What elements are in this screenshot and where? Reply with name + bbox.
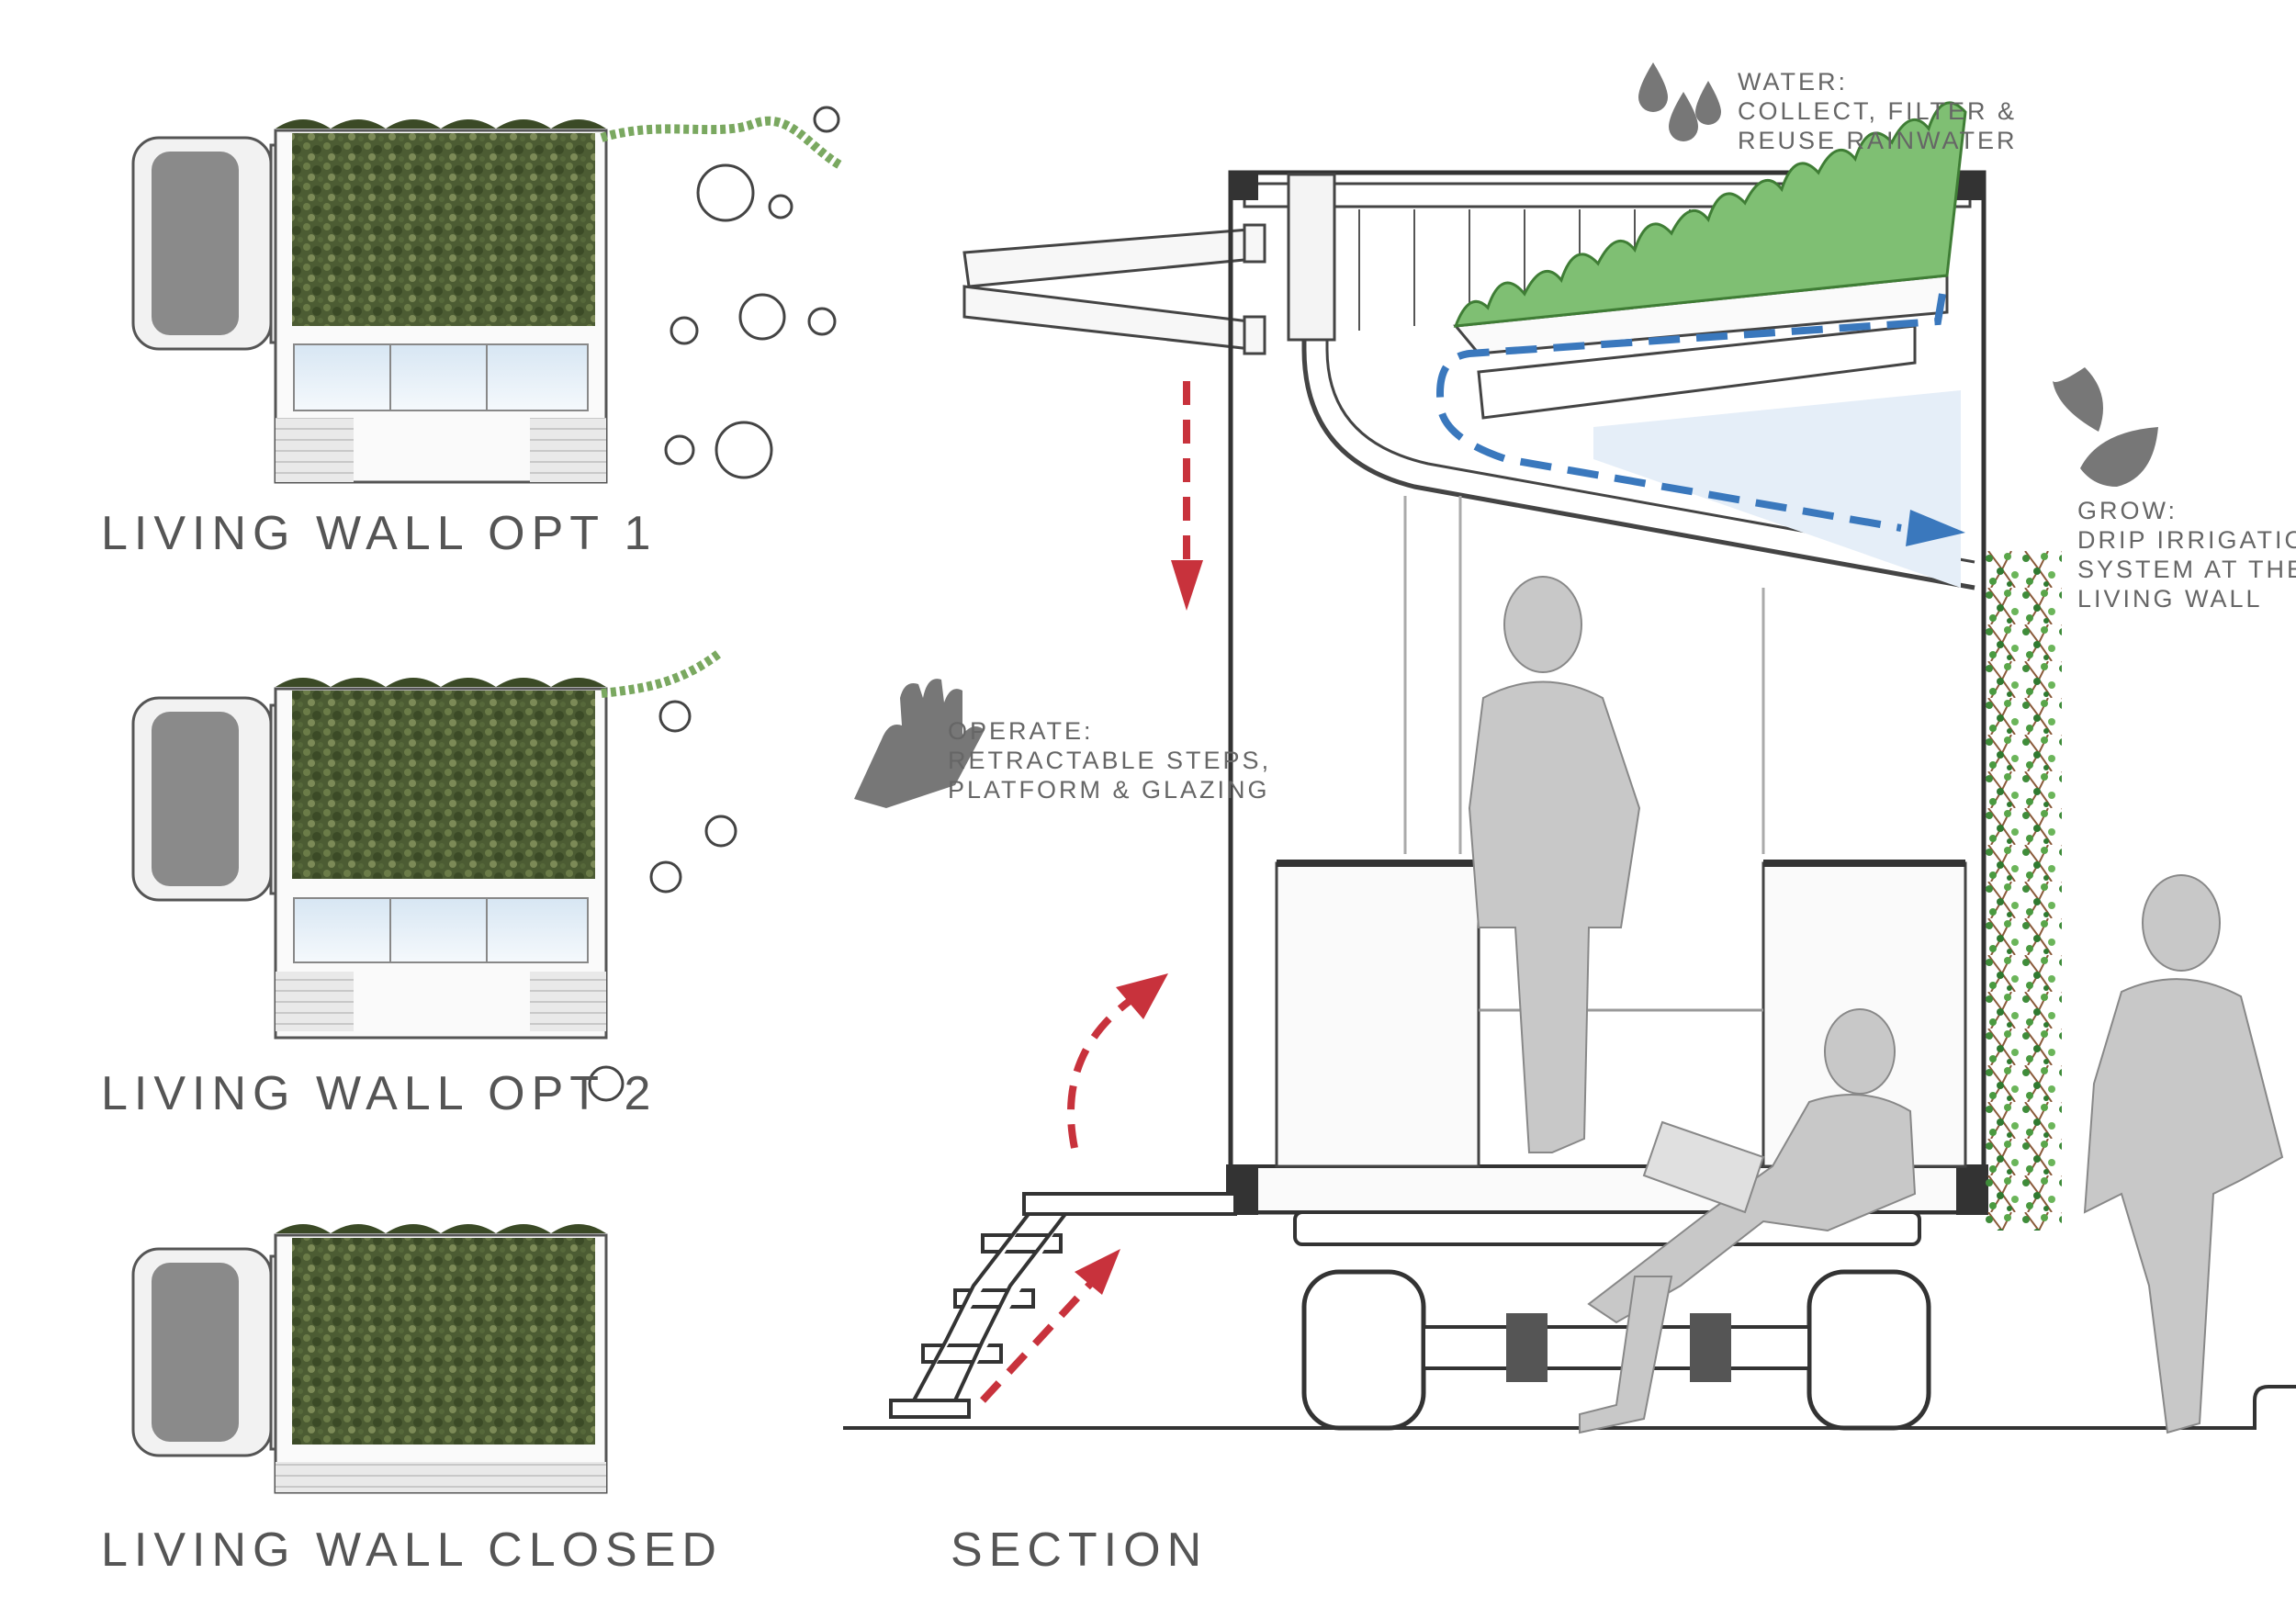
annotation-grow: GROW: DRIP IRRIGATION SYSTEM AT THE LIVI… [2053, 367, 2296, 613]
water-line-1: COLLECT, FILTER & [1738, 97, 2017, 125]
section-drawing: SECTION [843, 101, 2296, 1577]
plan-label-closed: LIVING WALL CLOSED [101, 1523, 723, 1577]
roof-plants [1453, 101, 1967, 328]
spring-left [1506, 1313, 1548, 1382]
glazing-lines [1403, 496, 1765, 854]
glazing-mullions [389, 898, 488, 962]
retractable-awning [962, 223, 1266, 355]
grow-title: GROW: [2077, 497, 2178, 524]
paving-left [276, 972, 354, 1031]
green-roof [292, 1238, 595, 1445]
paving-right [530, 972, 606, 1031]
annotation-operate: OPERATE: RETRACTABLE STEPS, PLATFORM & G… [854, 679, 1271, 808]
trailing-vine [601, 648, 725, 698]
spring-right [1690, 1313, 1731, 1382]
roof-planting-edge [276, 1224, 606, 1233]
roof-planting-edge [276, 119, 606, 129]
grow-line-2: SYSTEM AT THE [2077, 556, 2296, 583]
grow-line-1: DRIP IRRIGATION [2077, 526, 2296, 554]
corner-casting [1956, 173, 1984, 200]
section-label: SECTION [951, 1523, 1208, 1577]
glazing-panel [293, 343, 589, 411]
ground-line [843, 1385, 2296, 1430]
roof-planting-edge [276, 678, 606, 687]
plan-closed: LIVING WALL CLOSED [101, 1224, 723, 1577]
living-wall-vines [1984, 551, 2062, 1231]
glazing-mullions [389, 344, 488, 410]
retractable-steps [889, 1192, 1237, 1419]
water-flow-arrowhead [1906, 510, 1965, 546]
annotation-water: WATER: COLLECT, FILTER & REUSE RAINWATER [1638, 62, 2018, 154]
green-roof [292, 691, 595, 879]
glove-icon [854, 679, 985, 808]
paving-right [530, 418, 606, 482]
water-title: WATER: [1738, 68, 1848, 96]
axle [1422, 1325, 1811, 1370]
counter-left [1275, 861, 1480, 1168]
person-walking-outside [2083, 874, 2284, 1434]
corner-casting [1231, 173, 1258, 200]
planter-tray [1477, 324, 1917, 420]
person-seated [1579, 1008, 1917, 1434]
grow-line-3: LIVING WALL [2077, 585, 2263, 613]
plan-label-opt2: LIVING WALL OPT 2 [101, 1067, 657, 1120]
paving-strip [276, 1462, 606, 1492]
people-plan-group [664, 106, 840, 479]
downpipe [1287, 173, 1336, 342]
glazing-panel [293, 897, 589, 963]
rainwater-gutter-inner [1325, 184, 1975, 564]
plan-label-opt1: LIVING WALL OPT 1 [101, 507, 657, 560]
person-standing-inside [1468, 576, 1641, 1153]
water-tank [1593, 390, 1961, 588]
plan-opt1: LIVING WALL OPT 1 [101, 106, 843, 560]
wheel-rear [1806, 1269, 1931, 1431]
water-line-2: REUSE RAINWATER [1738, 127, 2018, 154]
water-flow-path [1436, 293, 1946, 532]
green-roof [292, 133, 595, 326]
operate-arrows [980, 381, 1203, 1403]
water-drops-icon [1638, 62, 1721, 141]
leaves-icon [2053, 367, 2158, 487]
trailing-vine [600, 116, 843, 170]
operate-title: OPERATE: [948, 717, 1094, 745]
operate-line-2: PLATFORM & GLAZING [948, 776, 1270, 804]
operate-line-1: RETRACTABLE STEPS, [948, 747, 1271, 774]
people-plan-group [588, 700, 737, 1102]
corner-casting [1956, 1164, 1988, 1215]
paving-left [276, 418, 354, 482]
wheel-front [1301, 1269, 1426, 1431]
plan-opt2: LIVING WALL OPT 2 [101, 648, 737, 1120]
rainwater-gutter [1301, 184, 1975, 590]
